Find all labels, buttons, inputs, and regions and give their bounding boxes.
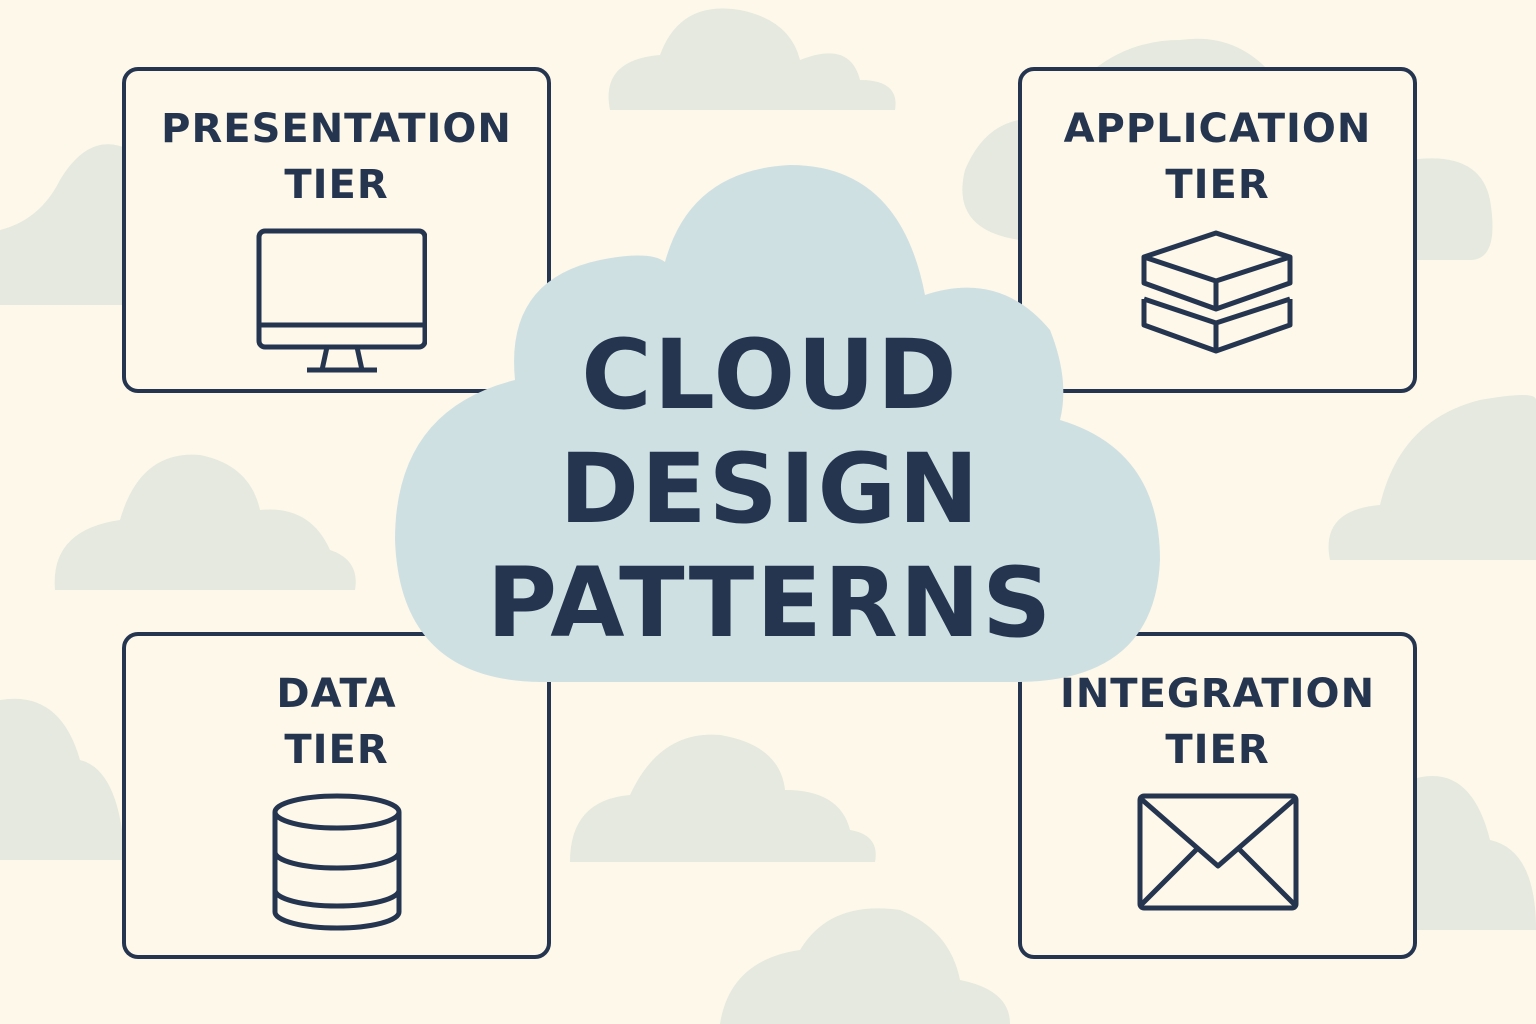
tier-label: TIER <box>1165 727 1270 773</box>
tier-label: PRESENTATION <box>161 106 512 152</box>
tier-label: TIER <box>284 727 389 773</box>
title-line: PATTERNS <box>486 547 1054 659</box>
database-icon <box>272 793 401 931</box>
data-tier-box: DATA TIER <box>122 632 551 959</box>
tier-label: TIER <box>284 162 389 208</box>
bg-cloud <box>720 908 1010 1024</box>
bg-cloud <box>608 8 896 111</box>
integration-tier-box: INTEGRATION TIER <box>1018 632 1417 959</box>
bg-cloud <box>0 698 125 860</box>
envelope-icon <box>1137 793 1298 911</box>
bg-cloud <box>1410 776 1536 930</box>
presentation-tier-box: PRESENTATION TIER <box>122 67 551 393</box>
bg-cloud <box>1410 158 1493 260</box>
page-title: CLOUD DESIGN PATTERNS <box>380 318 1160 660</box>
application-tier-box: APPLICATION TIER <box>1018 67 1417 393</box>
title-line: CLOUD <box>581 319 959 431</box>
tier-label: APPLICATION <box>1063 106 1372 152</box>
monitor-icon <box>256 228 427 373</box>
title-line: DESIGN <box>559 433 981 545</box>
bg-cloud <box>1328 395 1536 560</box>
layers-icon <box>1141 230 1292 354</box>
bg-cloud <box>570 734 876 862</box>
tier-label: INTEGRATION <box>1059 671 1376 717</box>
tier-label: DATA <box>276 671 397 717</box>
bg-cloud <box>0 144 130 305</box>
tier-label: TIER <box>1165 162 1270 208</box>
bg-cloud <box>54 454 356 590</box>
